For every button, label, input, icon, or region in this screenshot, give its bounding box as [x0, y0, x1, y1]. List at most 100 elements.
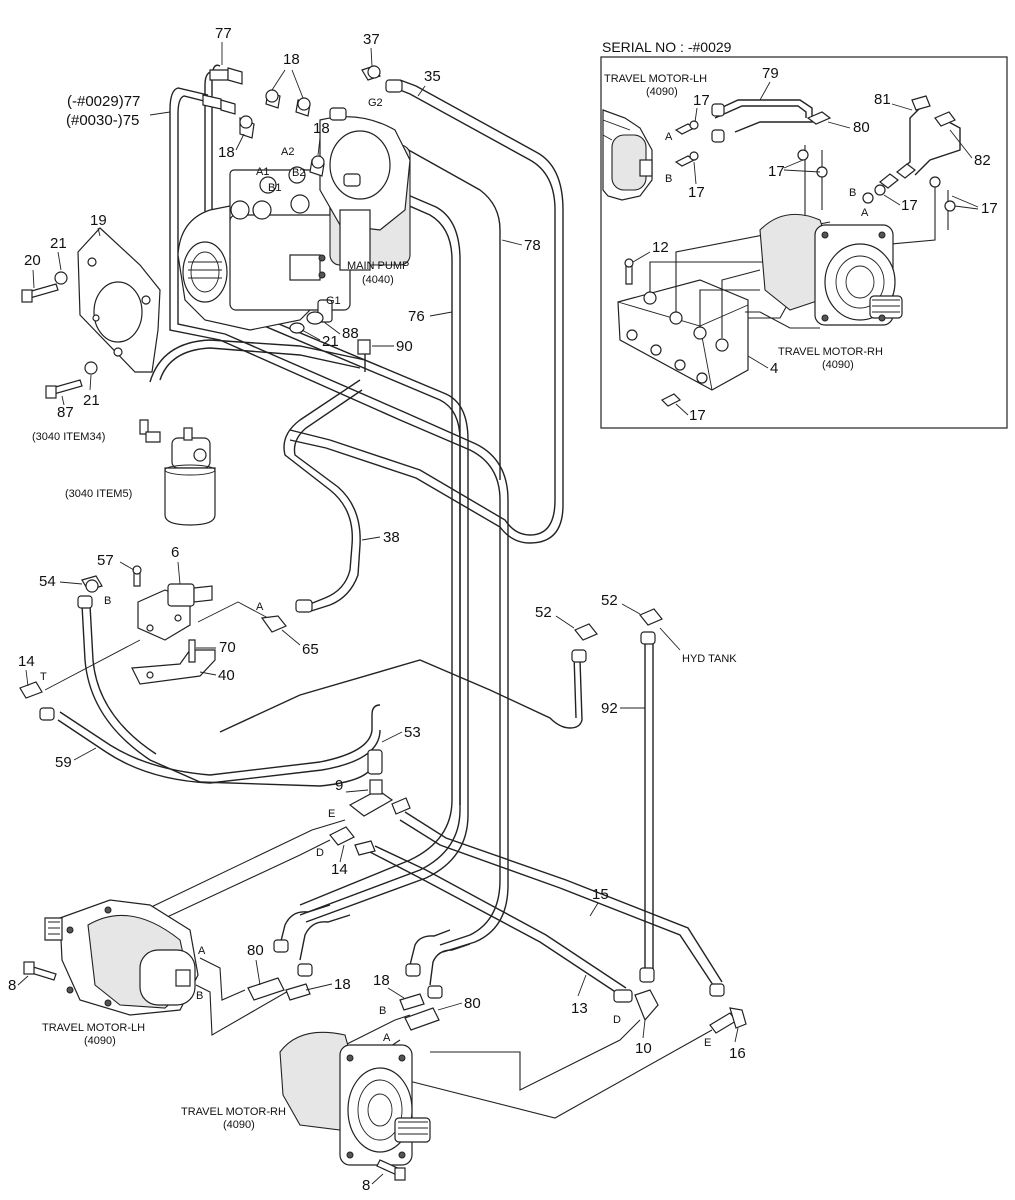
fitting-80-lower-right	[404, 1007, 440, 1031]
callout-40: 40	[218, 667, 235, 684]
bolt-8-lh	[23, 961, 57, 981]
callout-inset-79: 79	[762, 65, 779, 82]
pump-port-b2: B2	[292, 167, 305, 179]
callout-6: 6	[171, 544, 179, 561]
fitting-54	[77, 575, 103, 609]
callout-57: 57	[97, 552, 114, 569]
hose-38	[283, 379, 361, 607]
main-pump-ref: (4040)	[362, 274, 394, 286]
port-t-14: T	[40, 671, 47, 683]
callout-53: 53	[404, 724, 421, 741]
callout-9: 9	[335, 777, 343, 794]
callout-inset-17f: 17	[689, 407, 706, 424]
inset-fitting-17-lower	[674, 151, 699, 167]
callout-80a: 80	[247, 942, 264, 959]
callout-14b: 14	[331, 861, 348, 878]
callout-87: 87	[57, 404, 74, 421]
inset-lh-ref: (4090)	[646, 86, 678, 98]
hose-15	[399, 819, 716, 989]
hose-52-return	[219, 659, 583, 733]
hose-78	[354, 119, 501, 480]
fitting-16	[709, 983, 747, 1034]
port-e-16: E	[704, 1037, 711, 1049]
inset-pipe-82	[914, 119, 961, 176]
callout-16: 16	[729, 1045, 746, 1062]
callouts: 77 18 37 35 (-#0029)77 (#0030-)75 18 18 …	[8, 25, 746, 1194]
callout-92: 92	[601, 700, 618, 717]
inset-travel-motor-rh	[759, 213, 903, 326]
callout-18d: 18	[334, 976, 351, 993]
port-d-10: D	[613, 1014, 621, 1026]
inset-rh-label: TRAVEL MOTOR-RH	[778, 346, 883, 358]
pump-port-a1: A1	[256, 166, 269, 178]
inset-fitting-17-upper	[674, 120, 699, 135]
inset-port-b-rh: B	[849, 187, 856, 199]
callout-inset-81: 81	[874, 91, 891, 108]
fitting-18-lower-right	[399, 993, 425, 1011]
callout-21c: 21	[83, 392, 100, 409]
travel-motor-rh	[279, 1031, 431, 1166]
callout-77: 77	[215, 25, 232, 42]
callout-inset-12: 12	[652, 239, 669, 256]
hose-routing	[44, 64, 723, 1119]
lh-port-b: B	[196, 990, 203, 1002]
inset-travel-motor-lh	[602, 109, 653, 201]
valve-6	[132, 565, 213, 641]
inset-rh-ref: (4090)	[822, 359, 854, 371]
fitting-52-right	[639, 608, 663, 645]
hose-35	[289, 87, 556, 536]
bracket-plate	[77, 227, 161, 373]
callout-inset-17e: 17	[981, 200, 998, 217]
fitting-14b	[329, 826, 355, 846]
callout-post0030-75: (#0030-)75	[66, 112, 139, 129]
inset-pipe-81	[899, 107, 921, 171]
bolt-8-rh	[376, 1159, 406, 1181]
hose-75	[169, 87, 501, 946]
callout-13: 13	[571, 1000, 588, 1017]
inset-port-b-lh: B	[665, 173, 672, 185]
pump-port-g2: G2	[368, 97, 383, 109]
port-b-54: B	[104, 595, 111, 607]
callout-20: 20	[24, 252, 41, 269]
callout-inset-17c: 17	[768, 163, 785, 180]
callout-76: 76	[408, 308, 425, 325]
hose-13	[369, 851, 621, 996]
inset-port-a-rh: A	[861, 207, 869, 219]
travel-motor-rh-label: TRAVEL MOTOR-RH	[181, 1106, 286, 1118]
hose-76	[299, 179, 453, 906]
inset-pipe-79	[711, 99, 813, 133]
travel-motor-lh	[44, 899, 199, 1016]
hose-59	[59, 704, 381, 776]
callout-15: 15	[592, 886, 609, 903]
item34-label: (3040 ITEM34)	[32, 431, 105, 443]
bolt-87	[45, 379, 83, 399]
callout-8a: 8	[8, 977, 16, 994]
bolt-20	[21, 283, 59, 303]
callout-90: 90	[396, 338, 413, 355]
callout-37: 37	[363, 31, 380, 48]
callout-inset-17b: 17	[688, 184, 705, 201]
callout-65: 65	[302, 641, 319, 658]
washer-21	[54, 271, 68, 285]
fitting-80-lower-left	[247, 977, 285, 1001]
callout-inset-17a: 17	[693, 92, 710, 109]
callout-52a: 52	[535, 604, 552, 621]
callout-inset-17d: 17	[901, 197, 918, 214]
callout-54: 54	[39, 573, 56, 590]
fitting-18-lower-left	[285, 983, 311, 1001]
fitting-10	[613, 967, 659, 1022]
callout-52b: 52	[601, 592, 618, 609]
port-e-9: E	[328, 808, 335, 820]
callout-10: 10	[635, 1040, 652, 1057]
callout-14a: 14	[18, 653, 35, 670]
inset-serial-panel: SERIAL NO : -#0029 TRAVEL MOTOR-LH (4090…	[600, 39, 1008, 429]
callout-35: 35	[424, 68, 441, 85]
callout-inset-4: 4	[770, 360, 778, 377]
pump-port-b1: B1	[268, 182, 281, 194]
inset-lh-label: TRAVEL MOTOR-LH	[604, 73, 707, 85]
callout-19: 19	[90, 212, 107, 229]
rh-port-b: B	[379, 1005, 386, 1017]
callout-88: 88	[342, 325, 359, 342]
bolt-70	[188, 639, 196, 663]
